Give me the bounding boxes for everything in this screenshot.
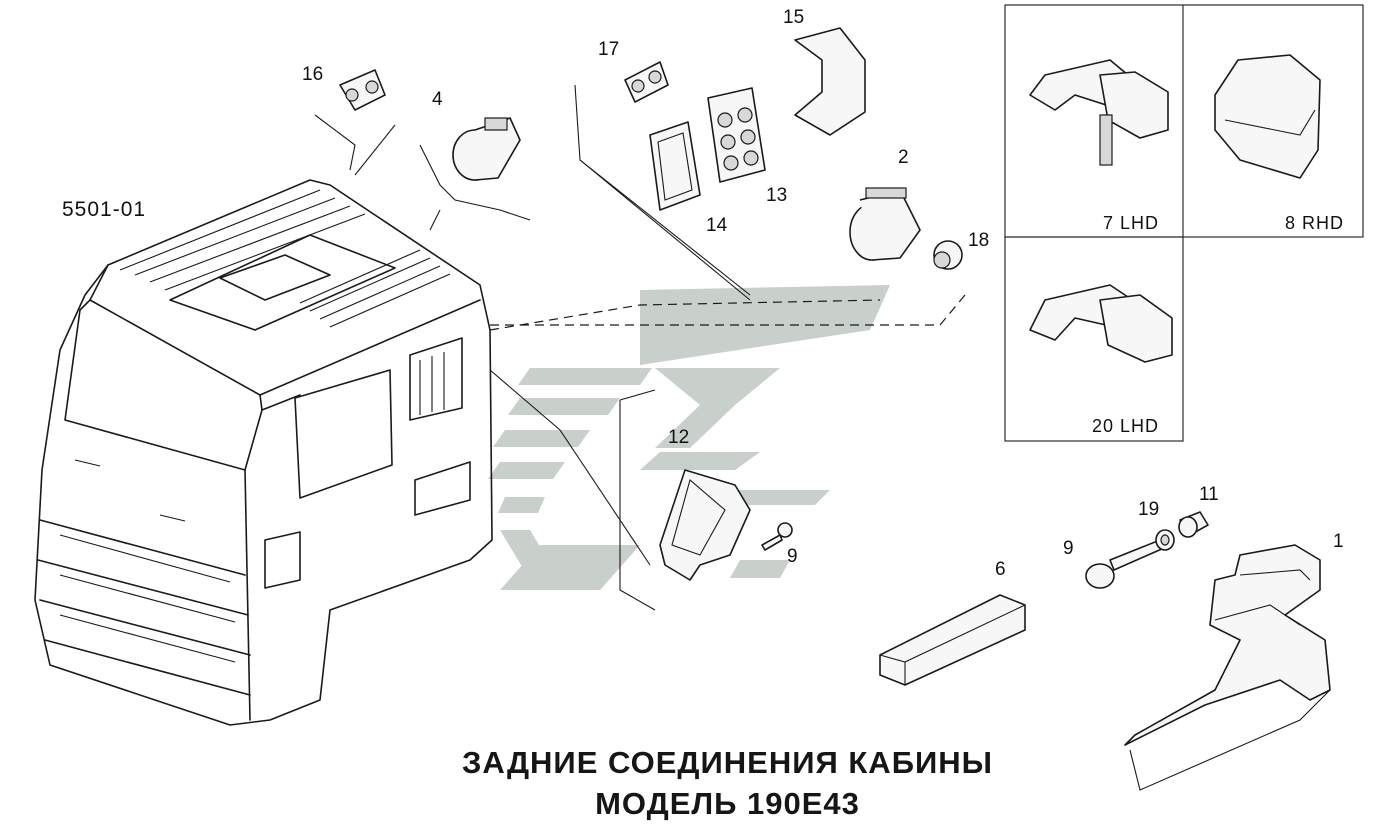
part-9-bolt-small [761,522,793,551]
callout-9-large: 9 [1063,538,1074,559]
part-15-cover [794,27,866,136]
part-4-connector [452,117,521,181]
part-14-gasket [649,121,701,211]
inset-frame [1004,4,1364,442]
callout-9-small: 9 [787,546,798,567]
callout-14: 14 [706,215,728,236]
part-11-spacer [1178,511,1209,538]
callout-13: 13 [766,185,788,206]
part-9-bolt-large [1085,539,1165,589]
callout-18: 18 [968,230,990,251]
callout-1: 1 [1333,531,1344,552]
part-12-bracket [659,469,751,581]
callout-11: 11 [1199,484,1219,505]
callout-2: 2 [898,147,909,168]
inset-label-7-lhd: 7 LHD [1103,213,1160,233]
part-17-clip [624,61,669,103]
part-6-pad [879,594,1026,686]
inset-bracket-7-lhd [1029,59,1169,166]
diagram-code: 5501-01 [62,198,147,221]
callout-4: 4 [432,89,443,110]
callout-12: 12 [668,427,690,448]
part-19-washer [1155,529,1175,551]
part-13-grommet-plate [707,87,766,183]
callout-16: 16 [302,64,324,85]
inset-label-8-rhd: 8 RHD [1285,213,1345,233]
truck-cab-drawing [34,179,493,726]
inset-bracket-20-lhd [1029,284,1173,363]
diagram-title-line-2: МОДЕЛЬ 190E43 [595,786,860,821]
part-18-grommet [933,240,963,270]
callout-6: 6 [995,559,1006,580]
inset-bracket-8-rhd [1214,54,1321,179]
part-16-clip [339,69,386,111]
callout-15: 15 [783,7,805,28]
callout-17: 17 [598,39,620,60]
leader-lines [314,84,966,611]
inset-label-20-lhd: 20 LHD [1092,416,1160,436]
diagram-title-line-1: ЗАДНИЕ СОЕДИНЕНИЯ КАБИНЫ [461,745,993,780]
part-1-tray [1124,544,1331,791]
part-2-connector [849,187,921,261]
callout-19: 19 [1138,499,1160,520]
